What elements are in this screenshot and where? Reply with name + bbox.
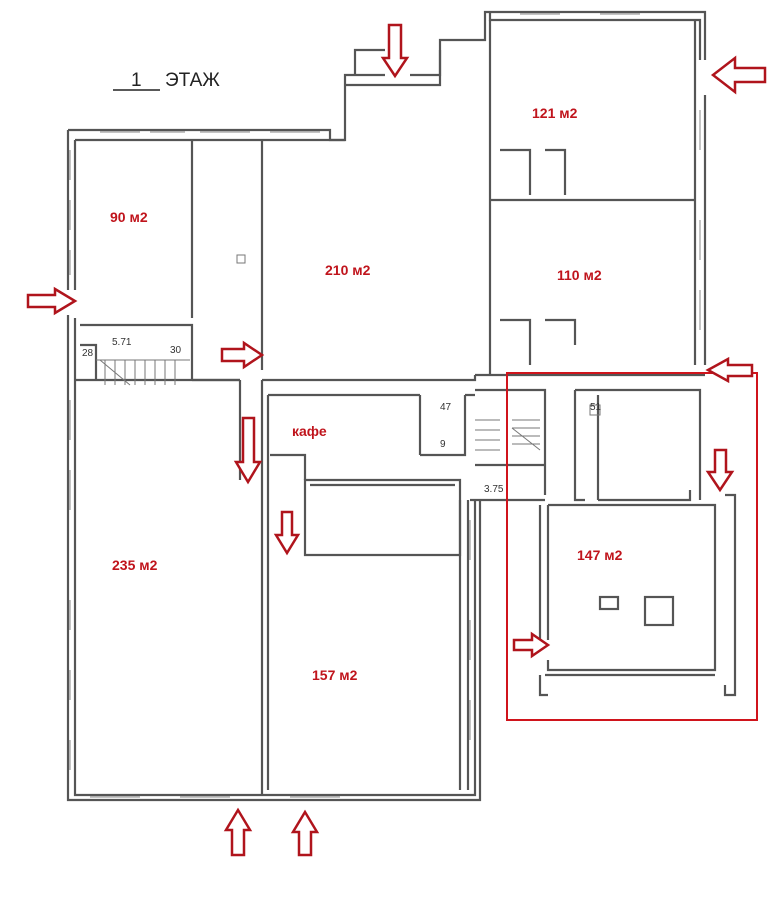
entrance-arrow-up-icon bbox=[290, 809, 320, 857]
floor-title: 1 ЭТАЖ bbox=[113, 70, 220, 91]
stairs bbox=[96, 254, 675, 627]
entrance-arrow-down-icon bbox=[273, 510, 301, 556]
room-label-cafe: кафе bbox=[292, 423, 327, 439]
dimension-label: 9 bbox=[440, 439, 446, 450]
entrance-arrow-right-icon bbox=[26, 286, 78, 316]
entrance-arrow-down-icon bbox=[233, 416, 263, 485]
dimension-label: 51 bbox=[590, 402, 602, 413]
entrance-arrow-left-icon bbox=[705, 356, 754, 384]
room-label-110: 110 м2 bbox=[557, 267, 602, 283]
entrance-arrow-down-icon bbox=[705, 448, 735, 493]
room-label-235: 235 м2 bbox=[112, 557, 158, 573]
room-label-121: 121 м2 bbox=[532, 105, 578, 121]
dimension-label: 30 bbox=[170, 345, 182, 356]
dimension-label: 3.75 bbox=[484, 484, 504, 495]
dimension-label: 28 bbox=[82, 348, 94, 359]
floor-number: 1 bbox=[131, 70, 142, 91]
entrance-arrow-left-icon bbox=[710, 55, 767, 95]
entrance-arrow-down-icon bbox=[380, 23, 410, 79]
highlighted-area bbox=[506, 372, 758, 721]
entrance-arrow-right-icon bbox=[220, 340, 265, 370]
entrance-arrow-up-icon bbox=[223, 807, 253, 857]
room-label-157: 157 м2 bbox=[312, 667, 358, 683]
room-label-90: 90 м2 bbox=[110, 209, 148, 225]
entrance-arrow-right-icon bbox=[512, 631, 551, 659]
entrance-arrows bbox=[26, 23, 767, 857]
floor-label: ЭТАЖ bbox=[165, 70, 220, 91]
room-label-210: 210 м2 bbox=[325, 262, 371, 278]
dimension-label: 5.71 bbox=[112, 337, 132, 348]
windows bbox=[69, 13, 701, 798]
walls bbox=[66, 10, 737, 802]
room-label-147: 147 м2 bbox=[577, 547, 623, 563]
dimension-label: 47 bbox=[440, 402, 452, 413]
